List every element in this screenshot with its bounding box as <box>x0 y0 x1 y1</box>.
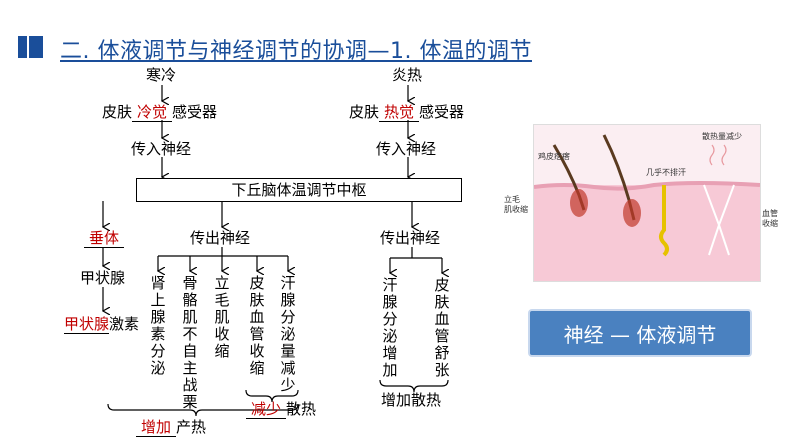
effect-adrenaline: 肾上腺素分泌 <box>150 274 166 377</box>
skin-cross-section <box>533 134 761 281</box>
receptor-blank: 热觉 <box>379 103 420 122</box>
receptor-suffix: 感受器 <box>172 103 218 121</box>
hormone-blank: 甲状腺 <box>64 315 110 334</box>
label-less-heat: 散热量减少 <box>702 132 742 141</box>
label-no-sweat: 几乎不排汗 <box>646 168 686 177</box>
skin-diagram: 鸡皮疙瘩 立毛 肌收缩 几乎不排汗 散热量减少 血管 收缩 <box>504 124 778 282</box>
receptor-prefix: 皮肤 <box>349 103 380 121</box>
thyroid-hormone: 甲状腺激素 <box>64 315 139 334</box>
stimulus-hot: 炎热 <box>392 66 423 84</box>
stimulus-cold: 寒冷 <box>146 66 177 84</box>
efferent-nerve-right: 传出神经 <box>380 229 441 247</box>
receptor-hot: 皮肤热觉感受器 <box>349 103 464 122</box>
hormone-suffix: 激素 <box>109 315 140 333</box>
increase-blank: 增加 <box>136 418 176 437</box>
effect-sweat-increase: 汗腺分泌增加 <box>382 276 398 379</box>
thyroid: 甲状腺 <box>80 269 126 287</box>
hypothalamus-center-box: 下丘脑体温调节中枢 <box>136 178 462 202</box>
reduce-suffix: 散热 <box>286 400 317 418</box>
reduce-heat-loss: 减少散热 <box>246 400 316 419</box>
pituitary: 垂体 <box>84 229 124 248</box>
receptor-cold: 皮肤冷觉感受器 <box>102 103 217 122</box>
effect-arrector-pili: 立毛肌收缩 <box>214 274 230 360</box>
label-goosebump: 鸡皮疙瘩 <box>538 152 570 161</box>
effect-vasodilation: 皮肤血管舒张 <box>434 276 450 379</box>
receptor-prefix: 皮肤 <box>102 103 133 121</box>
receptor-suffix: 感受器 <box>419 103 465 121</box>
afferent-nerve-right: 传入神经 <box>376 140 437 158</box>
pituitary-blank: 垂体 <box>84 229 124 248</box>
receptor-blank: 冷觉 <box>132 103 173 122</box>
title-accent-bar <box>18 36 27 58</box>
page-title: 二. 体液调节与神经调节的协调—1. 体温的调节 <box>60 39 532 64</box>
label-vessel: 血管 收缩 <box>762 209 778 228</box>
label-arrector: 立毛 肌收缩 <box>504 195 528 214</box>
increase-suffix: 产热 <box>176 418 207 436</box>
effect-shivering: 骨骼肌不自主战栗 <box>182 274 198 411</box>
afferent-nerve-left: 传入神经 <box>131 140 192 158</box>
effect-vasoconstriction: 皮肤血管收缩 <box>249 274 265 377</box>
effect-sweat-reduce: 汗腺分泌量减少 <box>280 274 296 394</box>
increase-heat-loss: 增加散热 <box>381 391 442 409</box>
title-accent-bar <box>29 36 43 58</box>
reduce-blank: 减少 <box>246 400 286 419</box>
efferent-nerve-left: 传出神经 <box>190 229 251 247</box>
neuro-humoral-button[interactable]: 神经 — 体液调节 <box>528 309 752 357</box>
increase-heat-production: 增加产热 <box>136 418 206 437</box>
